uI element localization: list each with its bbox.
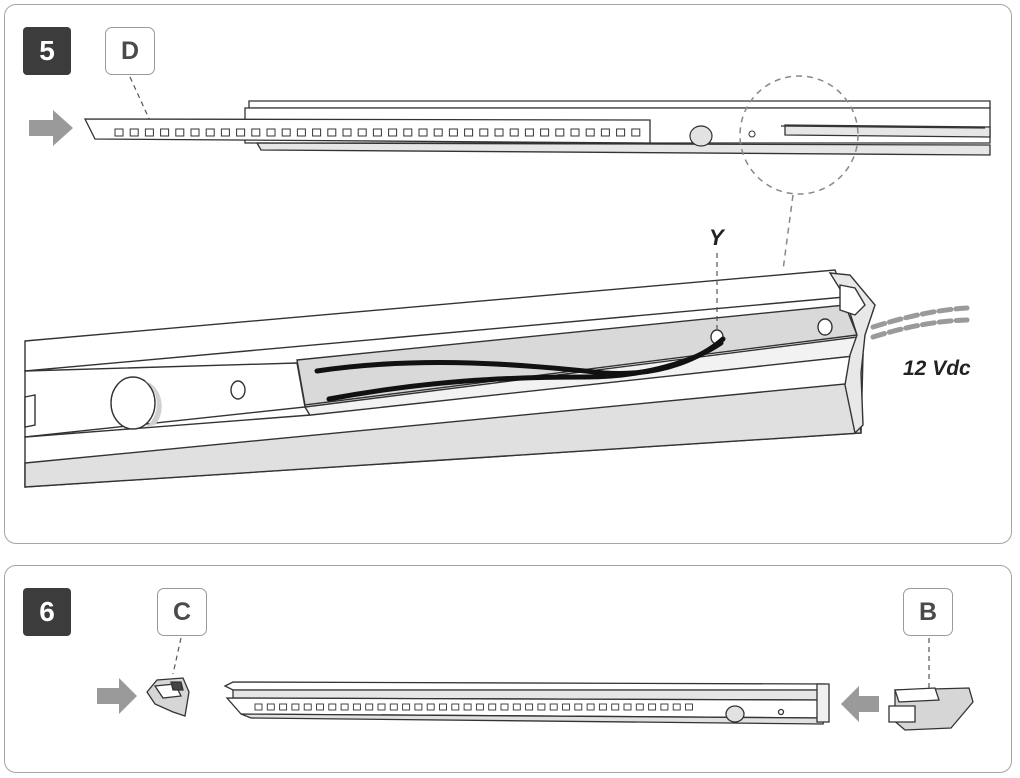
rail-zoomed	[24, 269, 876, 488]
push-arrow-icon	[29, 110, 73, 146]
rail-tooth	[574, 703, 583, 711]
rack-tooth	[160, 128, 170, 137]
rail-tooth	[611, 703, 620, 711]
rail-tooth	[488, 703, 497, 711]
rail-tooth	[414, 703, 423, 711]
rail-tooth	[365, 703, 374, 711]
rack-tooth	[114, 128, 124, 137]
rack-tooth	[433, 128, 443, 137]
power-cable	[314, 336, 726, 402]
insert-arrow-left-icon	[97, 678, 137, 714]
rack-tooth	[190, 128, 200, 137]
end-cap-c	[146, 677, 190, 717]
rail-tooth	[352, 703, 361, 711]
step-5-panel: 5 D	[4, 4, 1012, 544]
rail-tooth	[254, 703, 263, 711]
rail-tooth	[500, 703, 509, 711]
step-5-illustration	[24, 75, 991, 488]
voltage-label: 12 Vdc	[903, 357, 971, 380]
rack-tooth	[312, 128, 322, 137]
rail-tooth	[475, 703, 484, 711]
rack-tooth	[296, 128, 306, 137]
step-6-badge: 6	[23, 588, 71, 636]
rail-short	[223, 681, 830, 725]
rack-tooth	[251, 128, 261, 137]
rack-tooth	[372, 128, 382, 137]
zoom-circle	[739, 75, 859, 195]
step-6-illustration	[97, 637, 974, 731]
rail-tooth	[291, 703, 300, 711]
rack-tooth	[357, 128, 367, 137]
rack-tooth	[524, 128, 534, 137]
rail-tooth	[426, 703, 435, 711]
rail-tooth	[439, 703, 447, 711]
rail-tooth	[537, 703, 546, 711]
rack-tooth	[388, 128, 398, 137]
rail-tooth	[463, 703, 472, 711]
rack-tooth	[220, 128, 230, 137]
rail-tooth	[377, 703, 386, 711]
rack-tooth	[205, 128, 215, 137]
rack-tooth	[266, 128, 276, 137]
rack-tooth	[479, 128, 489, 137]
rack-tooth	[509, 128, 519, 137]
rack-d	[83, 118, 756, 147]
rail-tooth	[389, 703, 398, 711]
rail-tooth	[451, 703, 460, 711]
callout-c: C	[157, 588, 207, 636]
rail-tooth	[549, 703, 558, 711]
insert-arrow-right-icon	[841, 686, 879, 722]
rail-tooth	[316, 703, 324, 711]
rail-tooth	[562, 703, 570, 711]
rack-tooth	[616, 128, 626, 137]
end-cap-b	[888, 687, 974, 731]
rack-tooth	[600, 128, 610, 137]
wire-point-label: Y	[709, 225, 724, 250]
rail-tooth	[266, 703, 275, 711]
rail-tooth	[635, 703, 644, 711]
rail-tooth	[328, 703, 337, 711]
rail-tooth	[512, 703, 521, 711]
rack-tooth	[570, 128, 580, 137]
rail-tooth	[525, 703, 534, 711]
rack-tooth	[144, 128, 154, 137]
rack-tooth	[464, 128, 474, 137]
external-cable-icon	[870, 305, 970, 340]
roller-hole-icon	[110, 376, 156, 430]
rack-tooth	[281, 128, 291, 137]
rail-tooth	[685, 703, 693, 711]
rail-tooth	[279, 703, 288, 711]
rail-tooth	[660, 703, 669, 711]
rack-tooth	[236, 128, 246, 137]
rack-tooth	[129, 128, 139, 137]
rail-tooth	[402, 703, 411, 711]
rail-tooth	[648, 703, 657, 711]
rail-tooth	[586, 703, 595, 711]
rack-tooth	[540, 128, 550, 137]
rail-tooth	[672, 703, 681, 711]
rack-tooth	[327, 128, 337, 137]
rail-tooth	[598, 703, 607, 711]
rack-tooth	[418, 128, 428, 137]
callout-b: B	[903, 588, 953, 636]
rail-tooth	[623, 703, 632, 711]
rail-tooth	[303, 703, 312, 711]
rack-tooth	[403, 128, 413, 137]
rack-tooth	[631, 128, 641, 137]
roller-icon	[689, 125, 713, 147]
rack-tooth	[585, 128, 595, 137]
rack-tooth	[555, 128, 565, 137]
rack-tooth	[448, 128, 458, 137]
rail-tooth	[340, 703, 349, 711]
rack-tooth	[494, 128, 504, 137]
rack-tooth	[175, 128, 185, 137]
rack-tooth	[342, 128, 352, 137]
step-5-badge: 5	[23, 27, 71, 75]
callout-d: D	[105, 27, 155, 75]
step-6-panel: 6 C B	[4, 565, 1012, 773]
